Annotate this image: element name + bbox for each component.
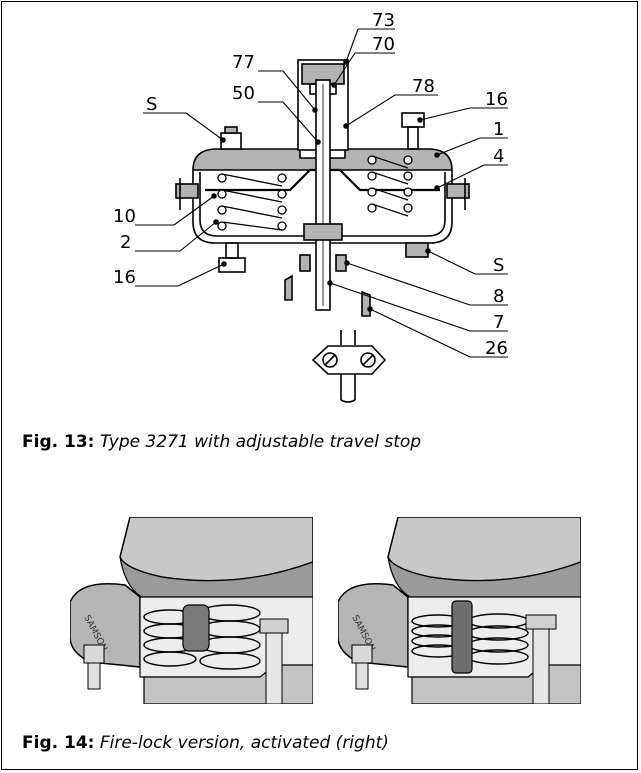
figure-13-caption: Fig. 13: Type 3271 with adjustable trave…	[22, 432, 421, 452]
callout-70: 70	[372, 34, 395, 55]
callout-50: 50	[232, 83, 255, 104]
callout-16-top: 16	[485, 89, 508, 110]
fire-lock-activated-image: SAMSON	[338, 517, 581, 704]
callout-73: 73	[372, 10, 395, 31]
actuator-section-drawing: 73 70 77 50 78 S 16 1 4 10 2 16 S 8 7 26	[113, 10, 508, 403]
callout-26: 26	[485, 338, 508, 359]
callout-2: 2	[120, 232, 131, 253]
fire-lock-normal-illustration: SAMSON	[70, 517, 313, 704]
figure-13-caption-text: Type 3271 with adjustable travel stop	[99, 432, 422, 452]
callout-4: 4	[493, 146, 504, 167]
leader-lines	[135, 28, 508, 358]
callout-s-top: S	[146, 94, 157, 115]
figure-14-caption: Fig. 14: Fire-lock version, activated (r…	[22, 733, 389, 753]
callout-7: 7	[493, 312, 504, 333]
figure-14-caption-text: Fire-lock version, activated (right)	[99, 733, 389, 753]
springs-left	[217, 173, 287, 231]
callout-16-bottom: 16	[113, 267, 136, 288]
fire-lock-activated-illustration: SAMSON	[338, 517, 581, 704]
fire-lock-normal-image: SAMSON	[70, 517, 313, 704]
actuator-body	[175, 59, 470, 403]
callout-77: 77	[232, 52, 255, 73]
callout-1: 1	[493, 119, 504, 140]
figure-13-caption-label: Fig. 13:	[22, 432, 95, 452]
springs-right	[367, 155, 413, 217]
callout-10: 10	[113, 206, 136, 227]
figure-14-caption-label: Fig. 14:	[22, 733, 95, 753]
callout-s-bottom: S	[493, 255, 504, 276]
callout-78: 78	[412, 76, 435, 97]
callout-8: 8	[493, 286, 504, 307]
